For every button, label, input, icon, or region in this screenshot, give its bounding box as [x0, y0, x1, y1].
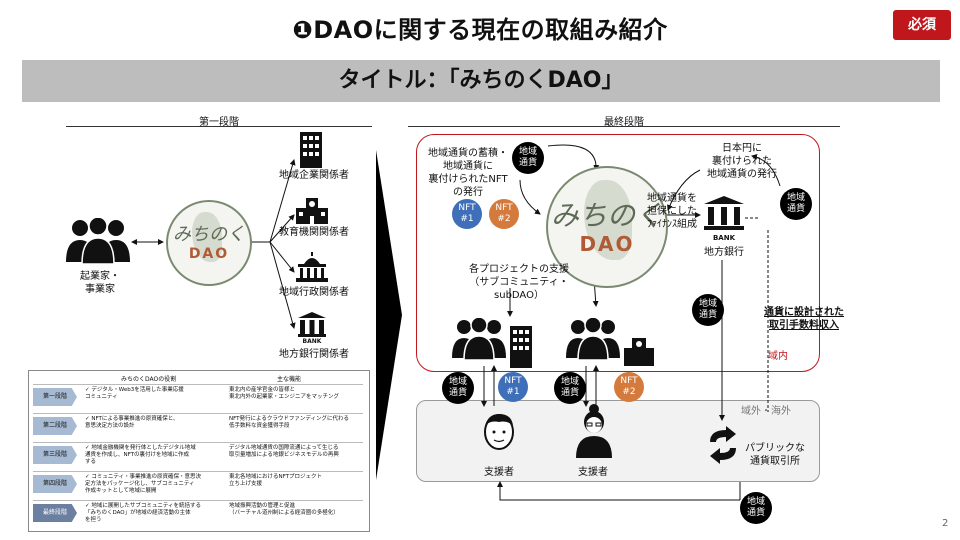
regional-currency-coin: 地域 通貨 — [780, 188, 812, 220]
public-exchange-label: パブリックな 通貨取引所 — [745, 443, 805, 467]
logo-text-line2: DAO — [188, 246, 230, 262]
table-header-role: みちのくDAOの役割 — [121, 376, 177, 383]
table-row: 第四段階 ✓ コミュニティ・事業推進の原資確保・意思決 定方法をパッケージ化し、… — [33, 471, 363, 496]
supporter-label-1: 支援者 — [484, 467, 514, 478]
office-building-icon — [300, 132, 322, 168]
bank-text-small: BANK — [302, 338, 322, 345]
table-function-cell: 東北各地域におけるNFTプロジェクト 立ち上げ支援 — [229, 474, 323, 487]
regional-currency-coin: 地域 通貨 — [442, 372, 474, 404]
nft2-badge: NFT #2 — [614, 372, 644, 402]
michinoku-dao-logo-large: みちのく DAO — [546, 166, 668, 288]
collateral-finance-text: 地域通貨を 担保にした ﾌｧｲﾅﾝｽ組成 — [647, 193, 697, 230]
table-row: 第二段階 ✓ NFTによる事業推進の原資確保と、 意思決定方法の設計 NFT発行… — [33, 413, 363, 438]
nft1-badge: NFT #1 — [452, 199, 482, 229]
stakeholder-label-1: 地域企業関係者 — [279, 170, 349, 181]
table-role-cell: ✓ コミュニティ・事業推進の原資確保・意思決 定方法をパッケージ化し、サブコミュ… — [85, 474, 202, 494]
page-number: 2 — [942, 518, 949, 529]
table-stage-cell: 最終段階 — [33, 504, 77, 522]
stakeholder-label-2: 教育機関関係者 — [279, 227, 349, 238]
table-role-cell: ✓ 地域に展開したサブコミュニティを統括する 「みちのくDAO」が地域の経済活動… — [85, 503, 202, 523]
regional-currency-coin: 地域 通貨 — [692, 294, 724, 326]
table-role-cell: ✓ デジタル・Web3を活用した事業応援 コミュニティ — [85, 387, 184, 400]
table-header-function: 主な機能 — [277, 376, 302, 383]
bank-icon — [298, 312, 326, 337]
table-function-cell: デジタル地域通貨の国際流通によって生じる 取引量増加による地銀ビジネスモデルの再… — [229, 445, 339, 458]
stakeholder-label-4: 地方銀行関係者 — [279, 349, 349, 360]
title-banner: タイトル：「みちのくDAO」 — [22, 60, 940, 102]
supporter-man-icon — [484, 414, 514, 450]
page-title: ❶DAOに関する現在の取組み紹介 — [292, 16, 668, 44]
government-building-icon — [296, 252, 328, 282]
table-row: 最終段階 ✓ 地域に展開したサブコミュニティを統括する 「みちのくDAO」が地域… — [33, 500, 363, 525]
community-with-school-icon — [566, 318, 654, 366]
regional-currency-coin: 地域 通貨 — [740, 492, 772, 524]
regional-bank-label: 地方銀行 — [704, 247, 744, 258]
exchange-arrows-icon — [710, 426, 736, 464]
table-function-cell: 地域振興活動の管理と促進 （バーチャル道州制による経済圏の多極化） — [229, 503, 339, 516]
required-badge: 必須 — [893, 10, 951, 40]
table-stage-cell: 第四段階 — [33, 475, 77, 493]
project-support-text: 各プロジェクトの支援 （サブコミュニティ・ subDAO） — [469, 264, 569, 301]
community-with-office-icon — [452, 318, 532, 368]
regional-currency-coin: 地域 通貨 — [554, 372, 586, 404]
bank-text: BANK — [712, 234, 736, 242]
first-stage-rule — [66, 126, 372, 127]
founders-icon — [66, 218, 130, 264]
table-role-cell: ✓ 地域金融機関を発行体としたデジタル地域 通貨を作成し、NFTの裏付けを地域に… — [85, 445, 196, 465]
table-function-cell: NFT発行によるクラウドファンディングに代わる 低手数料な資金獲得手段 — [229, 416, 349, 429]
michinoku-dao-logo: みちのく DAO — [166, 200, 252, 286]
stakeholder-label-3: 地域行政関係者 — [279, 287, 349, 298]
table-function-cell: 東北内の産学官金の皆様と 東北内外の起業家・エンジニアをマッチング — [229, 387, 340, 400]
logo-text-line2: DAO — [579, 232, 635, 256]
currency-issue-text: 地域通貨の蓄積・ 地域通貨に 裏付けられたNFT の発行 — [428, 148, 508, 198]
supporter-woman-icon — [576, 404, 612, 458]
final-stage-rule — [408, 126, 840, 127]
founder-label: 起業家・ 事業家 — [80, 271, 120, 295]
overseas-region-box — [416, 400, 820, 482]
table-role-cell: ✓ NFTによる事業推進の原資確保と、 意思決定方法の設計 — [85, 416, 179, 429]
table-stage-cell: 第一段階 — [33, 388, 77, 406]
first-stage-heading: 第一段階 — [199, 117, 239, 128]
table-stage-cell: 第二段階 — [33, 417, 77, 435]
stage-transition-arrow-icon — [376, 150, 402, 480]
overseas-label: 域外・海外 — [741, 406, 791, 417]
table-row: 第三段階 ✓ 地域金融機関を発行体としたデジタル地域 通貨を作成し、NFTの裏付… — [33, 442, 363, 467]
logo-text-line1: みちのく — [550, 199, 663, 232]
school-building-icon — [296, 198, 328, 224]
logo-text-line1: みちのく — [173, 224, 245, 245]
regional-bank-icon — [704, 196, 744, 230]
role-table: みちのくDAOの役割 主な機能 第一段階 ✓ デジタル・Web3を活用した事業応… — [28, 370, 370, 532]
final-stage-heading: 最終段階 — [604, 117, 644, 128]
nft1-badge: NFT #1 — [498, 372, 528, 402]
supporter-label-2: 支援者 — [578, 467, 608, 478]
domestic-region-box — [416, 134, 820, 372]
nft2-badge: NFT #2 — [489, 199, 519, 229]
regional-currency-coin: 地域 通貨 — [512, 142, 544, 174]
table-row: 第一段階 ✓ デジタル・Web3を活用した事業応援 コミュニティ 東北内の産学官… — [33, 384, 363, 409]
transaction-fee-text: 通貨に設計された 取引手数料収入 — [764, 307, 844, 331]
domestic-label: 域内 — [768, 351, 788, 362]
table-stage-cell: 第三段階 — [33, 446, 77, 464]
yen-backed-text: 日本円に 裏付けられた 地域通貨の発行 — [707, 143, 777, 180]
